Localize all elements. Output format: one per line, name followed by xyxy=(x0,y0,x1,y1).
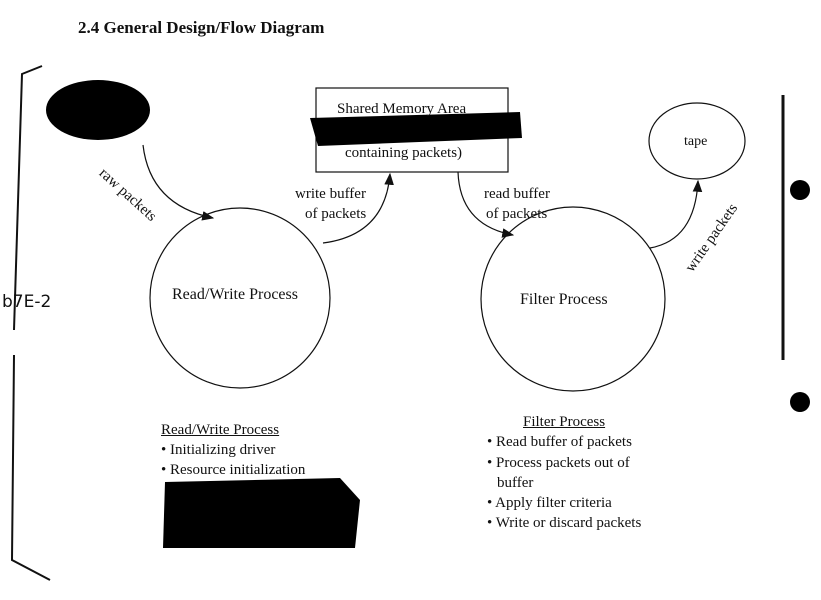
rw-list-item: • Resource initialization xyxy=(161,462,306,478)
write-buffer-label-1: write buffer xyxy=(295,186,366,202)
write-buffer-arrow xyxy=(322,172,394,244)
page-title: 2.4 General Design/Flow Diagram xyxy=(78,18,325,37)
tape-ellipse xyxy=(648,102,746,180)
read-buffer-arrow xyxy=(457,171,515,238)
binder-hole xyxy=(790,180,810,200)
filter-list-item: • Read buffer of packets xyxy=(487,434,632,450)
redaction-block xyxy=(163,478,360,548)
filter-list-item: • Apply filter criteria xyxy=(487,495,612,511)
write-buffer-label-2: of packets xyxy=(305,206,367,222)
binder-hole xyxy=(790,392,810,412)
handwritten-note: b7E-2 xyxy=(2,292,52,312)
shared-memory-title: Shared Memory Area xyxy=(337,101,467,117)
raw-packets-arrow xyxy=(142,144,215,221)
filter-process-circle xyxy=(480,206,666,392)
rw-list-item: • Initializing driver xyxy=(161,442,276,458)
margin-bracket xyxy=(10,65,51,581)
read-write-process-label: Read/Write Process xyxy=(172,286,298,303)
rw-list-heading: Read/Write Process xyxy=(161,422,280,438)
filter-list-item: buffer xyxy=(497,475,534,491)
write-packets-arrow xyxy=(649,179,703,249)
shared-memory-subtitle: containing packets) xyxy=(345,145,463,161)
redacted-source-ellipse xyxy=(46,80,150,140)
tape-label: tape xyxy=(684,134,708,149)
filter-list-item: • Process packets out of xyxy=(487,455,630,471)
filter-list-item: • Write or discard packets xyxy=(487,515,642,531)
redaction-bar xyxy=(310,112,522,146)
filter-list-heading: Filter Process xyxy=(523,414,606,430)
read-write-process-circle xyxy=(149,207,331,389)
filter-process-label: Filter Process xyxy=(520,291,608,308)
read-buffer-label-1: read buffer xyxy=(484,186,550,202)
read-buffer-label-2: of packets xyxy=(486,206,548,222)
